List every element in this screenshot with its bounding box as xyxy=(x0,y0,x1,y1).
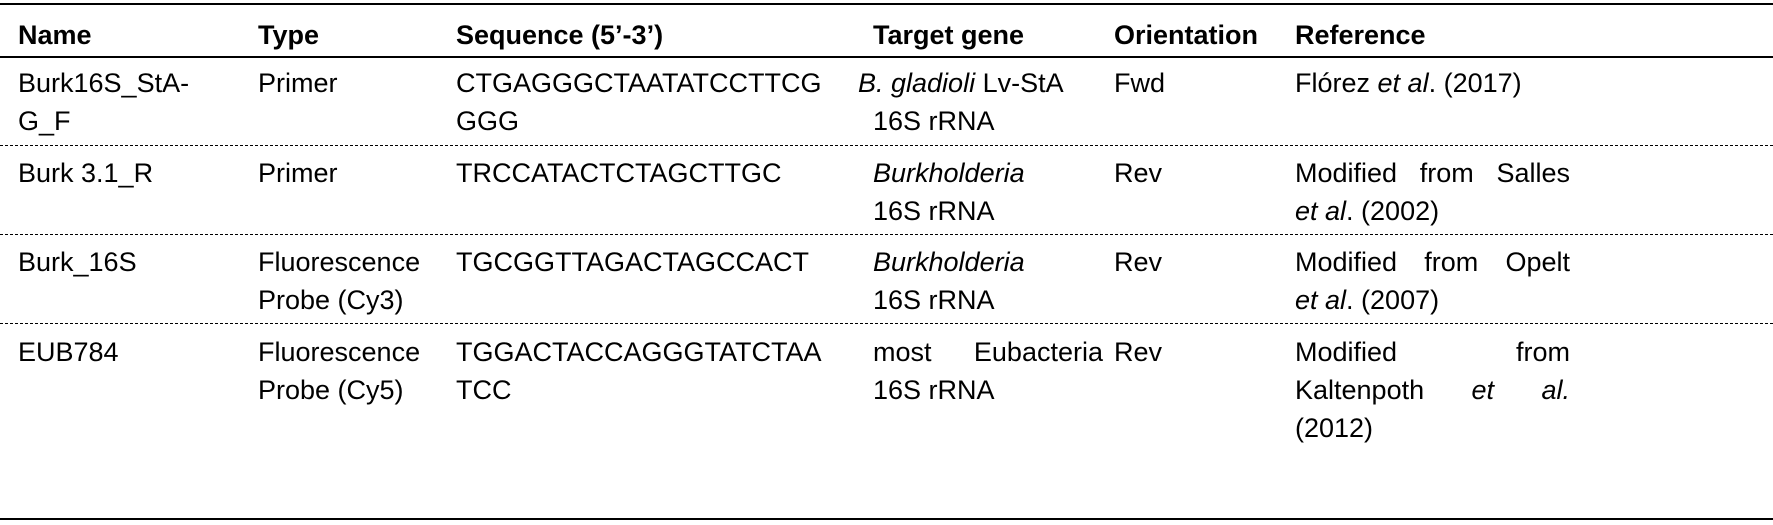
cell-reference: Modified from Kaltenpoth et al. (2012) xyxy=(1295,337,1570,443)
cell-type: Fluorescence Probe (Cy5) xyxy=(258,337,421,405)
cell-sequence: CTGAGGGCTAATATCCTTCG GGG xyxy=(456,68,822,136)
cell-target-gene: Burkholderia 16S rRNA xyxy=(873,247,1025,315)
header-target-gene: Target gene xyxy=(873,20,1025,50)
row-divider xyxy=(0,234,1773,235)
cell-sequence: TGCGGTTAGACTAGCCACT xyxy=(456,247,809,277)
header-name: Name xyxy=(18,20,92,50)
cell-orientation: Rev xyxy=(1114,247,1163,277)
cell-target-gene: Burkholderia 16S rRNA xyxy=(873,158,1025,226)
cell-type: Primer xyxy=(258,68,338,98)
header-type: Type xyxy=(258,20,320,50)
row-divider xyxy=(0,145,1773,146)
header-orientation: Orientation xyxy=(1114,20,1259,50)
cell-reference: Flórez et al. (2017) xyxy=(1295,68,1522,98)
cell-reference: Modified from Opelt et al. (2007) xyxy=(1295,247,1570,315)
table-bottom-rule xyxy=(0,518,1773,520)
cell-name: Burk16S_StA- G_F xyxy=(18,68,190,136)
header-sequence: Sequence (5’-3’) xyxy=(456,20,664,50)
cell-name: EUB784 xyxy=(18,337,119,367)
cell-orientation: Fwd xyxy=(1114,68,1166,98)
table-top-rule xyxy=(0,3,1773,5)
cell-target-gene: B. gladioli Lv-StA 16S rRNA xyxy=(858,68,1064,136)
cell-orientation: Rev xyxy=(1114,337,1163,367)
cell-type: Fluorescence Probe (Cy3) xyxy=(258,247,421,315)
cell-reference: Modified from Salles et al. (2002) xyxy=(1295,158,1570,226)
cell-type: Primer xyxy=(258,158,338,188)
cell-name: Burk_16S xyxy=(18,247,137,277)
header-reference: Reference xyxy=(1295,20,1426,50)
cell-name: Burk 3.1_R xyxy=(18,158,154,188)
cell-target-gene: most Eubacteria 16S rRNA xyxy=(873,337,1103,405)
cell-sequence: TRCCATACTCTAGCTTGC xyxy=(456,158,782,188)
row-divider xyxy=(0,323,1773,324)
cell-orientation: Rev xyxy=(1114,158,1163,188)
cell-sequence: TGGACTACCAGGGTATCTAA TCC xyxy=(456,337,822,405)
header-rule xyxy=(0,56,1773,58)
